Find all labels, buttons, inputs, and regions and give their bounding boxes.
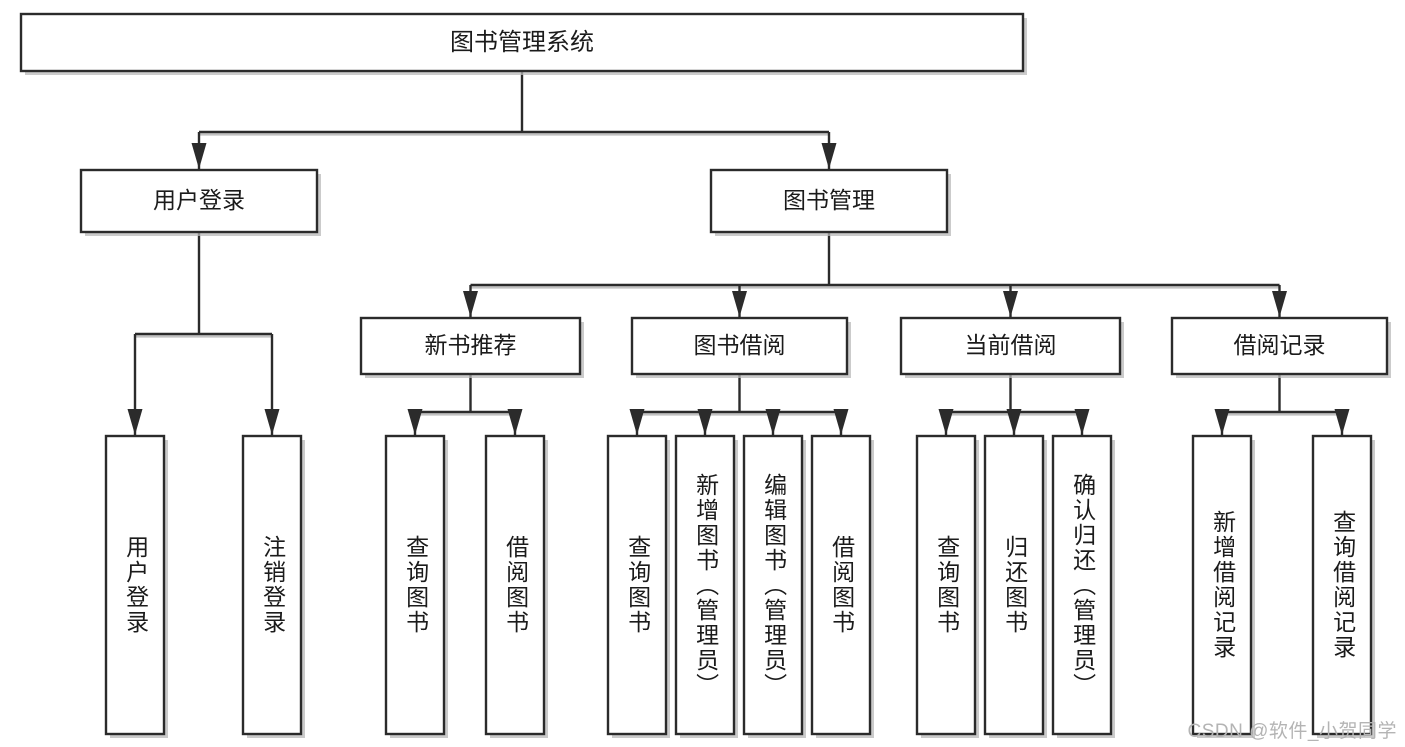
node-box-leaf-borrow-book-recommend[interactable]	[484, 434, 546, 736]
watermark-text: CSDN @软件_小贺同学	[1187, 721, 1397, 742]
node-box-leaf-borrow-book[interactable]	[810, 434, 872, 736]
node-box-leaf-confirm-return[interactable]	[1051, 434, 1113, 736]
node-box-leaf-query-book-current[interactable]	[915, 434, 977, 736]
arrow-head-icon	[264, 409, 280, 435]
node-box-user-login[interactable]	[79, 168, 319, 234]
arrow-head-icon	[407, 409, 423, 435]
node-box-leaf-query-book-recommend[interactable]	[384, 434, 446, 736]
node-box-leaf-add-book[interactable]	[674, 434, 736, 736]
node-box-book-borrow[interactable]	[630, 316, 849, 376]
arrow-head-icon	[1272, 291, 1287, 317]
arrow-head-icon	[1006, 409, 1022, 435]
arrow-head-icon	[127, 409, 143, 435]
arrow-head-icon	[765, 409, 781, 435]
arrow-head-icon	[1334, 409, 1350, 435]
node-label-current-borrow: 当前借阅	[965, 332, 1057, 358]
node-box-leaf-return-book[interactable]	[983, 434, 1045, 736]
node-box-leaf-query-borrow-record[interactable]	[1311, 434, 1373, 736]
node-box-leaf-query-book-borrow[interactable]	[606, 434, 668, 736]
node-box-root[interactable]	[19, 12, 1025, 73]
arrow-head-icon	[1214, 409, 1230, 435]
node-label-root: 图书管理系统	[450, 29, 594, 56]
node-box-leaf-user-logout[interactable]	[241, 434, 303, 736]
node-label-borrow-record: 借阅记录	[1234, 332, 1326, 358]
arrow-head-icon	[1003, 291, 1018, 317]
node-label-book-manage: 图书管理	[783, 187, 875, 213]
arrow-head-icon	[507, 409, 523, 435]
node-label-book-borrow: 图书借阅	[694, 332, 786, 358]
arrow-head-icon	[821, 143, 837, 169]
node-box-current-borrow[interactable]	[899, 316, 1122, 376]
node-box-leaf-add-borrow-record[interactable]	[1191, 434, 1253, 736]
arrow-head-icon	[697, 409, 713, 435]
arrow-head-icon	[1074, 409, 1090, 435]
node-box-new-book-recommend[interactable]	[359, 316, 582, 376]
arrow-head-icon	[629, 409, 645, 435]
arrow-head-icon	[191, 143, 207, 169]
node-box-book-manage[interactable]	[709, 168, 949, 234]
arrow-head-icon	[938, 409, 954, 435]
node-box-borrow-record[interactable]	[1170, 316, 1389, 376]
node-box-leaf-edit-book[interactable]	[742, 434, 804, 736]
node-box-leaf-user-login[interactable]	[104, 434, 166, 736]
arrow-head-icon	[463, 291, 478, 317]
arrow-head-icon	[833, 409, 849, 435]
connector-layer	[127, 71, 1350, 435]
arrow-head-icon	[732, 291, 747, 317]
node-box-layer	[19, 12, 1391, 738]
node-label-new-book-recommend: 新书推荐	[425, 332, 517, 358]
node-label-user-login: 用户登录	[153, 187, 245, 213]
